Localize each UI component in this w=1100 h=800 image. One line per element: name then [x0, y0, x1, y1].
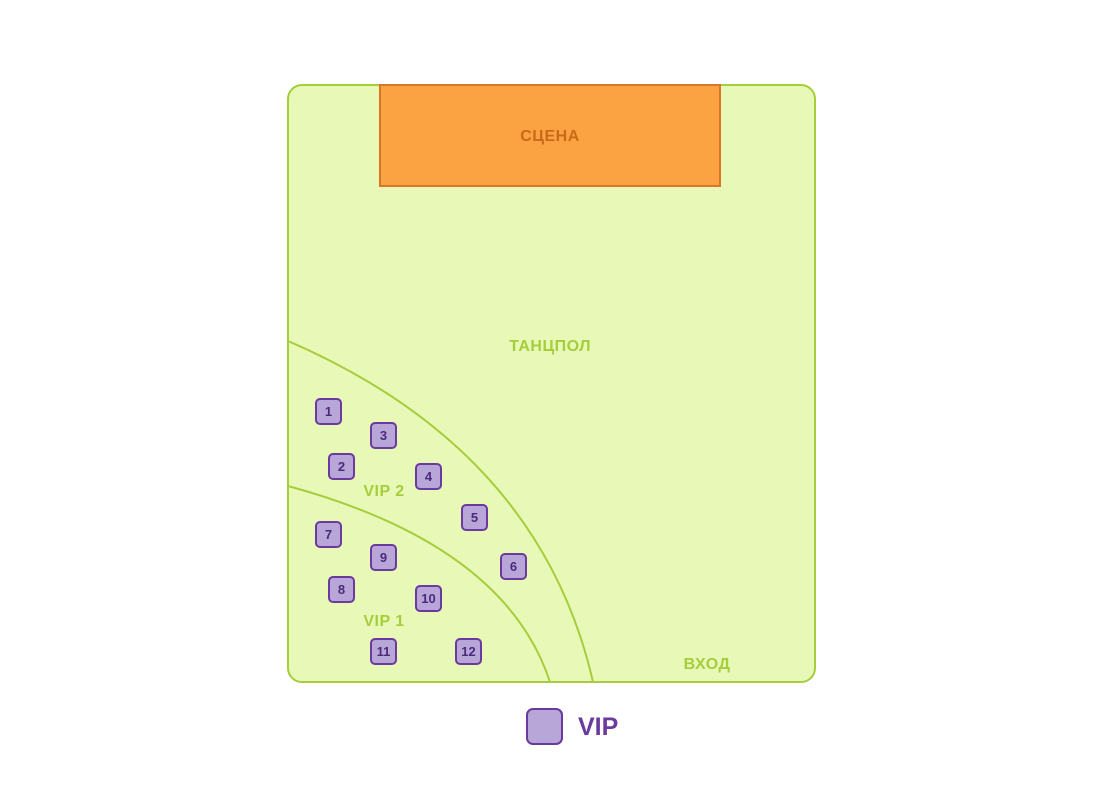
table-number: 11 [377, 644, 391, 659]
vip-table-11[interactable]: 11 [370, 638, 397, 665]
legend-vip-label: VIP [578, 713, 618, 741]
table-number: 5 [471, 510, 478, 525]
stage-area [379, 84, 721, 187]
table-number: 4 [425, 469, 433, 484]
legend-vip-swatch [526, 708, 563, 745]
table-number: 7 [325, 527, 332, 542]
vip-table-4[interactable]: 4 [415, 463, 442, 490]
table-number: 10 [421, 591, 435, 606]
vip1-boundary-arc [287, 485, 551, 683]
vip-table-5[interactable]: 5 [461, 504, 488, 531]
table-number: 3 [380, 428, 387, 443]
table-number: 9 [380, 550, 387, 565]
vip-table-8[interactable]: 8 [328, 576, 355, 603]
vip-table-1[interactable]: 1 [315, 398, 342, 425]
entrance-label: ВХОД [684, 656, 731, 673]
table-number: 2 [338, 459, 345, 474]
legend: VIP [526, 708, 618, 745]
vip-table-6[interactable]: 6 [500, 553, 527, 580]
table-number: 6 [510, 559, 517, 574]
table-number: 12 [461, 644, 475, 659]
vip1-zone-label: VIP 1 [363, 613, 404, 630]
dancefloor-label: ТАНЦПОЛ [509, 338, 591, 355]
vip-table-10[interactable]: 10 [415, 585, 442, 612]
vip-table-3[interactable]: 3 [370, 422, 397, 449]
table-number: 8 [338, 582, 345, 597]
vip2-zone-label: VIP 2 [363, 483, 404, 500]
vip-table-7[interactable]: 7 [315, 521, 342, 548]
stage-label: СЦЕНА [520, 128, 580, 145]
vip-table-2[interactable]: 2 [328, 453, 355, 480]
vip2-boundary-arc [287, 340, 594, 683]
vip-table-12[interactable]: 12 [455, 638, 482, 665]
table-number: 1 [325, 404, 332, 419]
vip-table-9[interactable]: 9 [370, 544, 397, 571]
